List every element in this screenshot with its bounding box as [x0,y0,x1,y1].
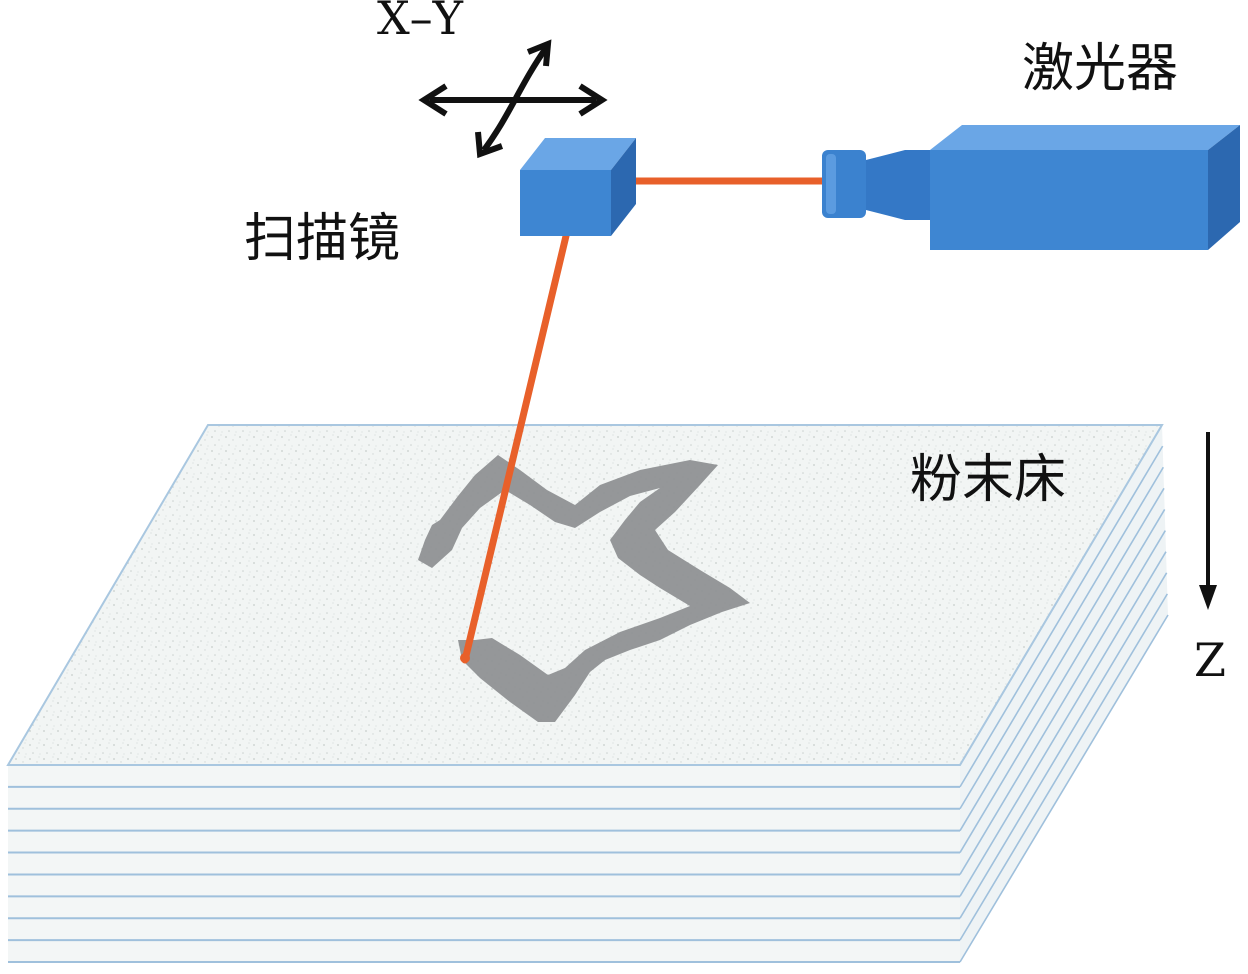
powder-layer-side-line [959,466,1165,810]
powder-layer-side-line [959,487,1165,832]
laser-nozzle-highlight [826,154,836,214]
powder-layer-side-line [959,445,1164,788]
laser-beam [460,177,826,664]
powder-bed-top-surface [6,424,1164,766]
powder-layer-side-line [959,530,1167,875]
powder-layer-side-line [959,572,1168,919]
powder-bed-layers [8,424,1169,963]
powder-layer-side-line [959,614,1169,963]
xy-motion-arrows [418,39,608,159]
powder-layer-side-line [959,593,1169,941]
down-arrow-head [1199,585,1217,610]
powder-bed-label: 粉末床 [910,450,1066,510]
z-motion-arrow [1199,432,1217,610]
laser-neck [866,150,930,220]
laser-unit [822,125,1240,250]
scanner-label: 扫描镜 [244,209,400,269]
powder-bed-side-face [960,425,1168,962]
laser-body-side [1208,125,1240,250]
x-arrow-head-right [578,83,608,117]
laser-body-front [930,150,1208,250]
x-arrow-head-left [418,83,448,117]
y-arrow-shaft [481,46,549,152]
laser-body-top [930,125,1240,150]
xy-axis-label: X–Y [377,0,464,45]
star-part-outline [418,455,750,722]
printed-part [418,455,750,722]
powder-bed [6,424,1169,963]
scanner-top-face [520,138,636,170]
y-arrow-head-top [526,39,552,67]
powder-layer-side-line [959,509,1166,853]
scanner-front-face [520,170,611,236]
scan-mirror-box [520,138,636,236]
powder-layer-side-line [959,551,1167,897]
powder-bed-front-face [8,765,960,962]
beam-scanner-to-bed [461,232,570,664]
laser-label: 激光器 [1022,39,1178,99]
laser-spot [460,653,470,663]
scanner-side-face [611,138,636,236]
z-axis-label: Z [1194,633,1226,687]
y-arrow-head-bottom [475,131,504,159]
